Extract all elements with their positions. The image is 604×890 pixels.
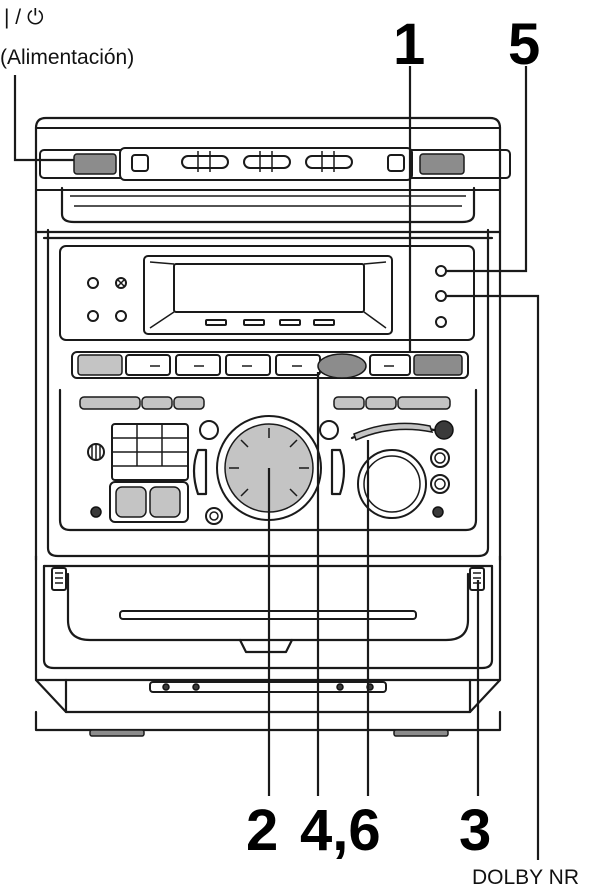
top-square-button-left[interactable] <box>131 154 149 172</box>
top-right-button[interactable] <box>419 153 465 175</box>
transport-button-8[interactable] <box>413 354 463 376</box>
transport-button-highlighted[interactable] <box>317 353 367 379</box>
volume-dial[interactable] <box>350 422 436 519</box>
leader-dolby-nr <box>446 294 540 860</box>
power-symbol-label: | / ⏻ <box>4 6 44 29</box>
left-button-grid <box>87 423 189 481</box>
dial-bottom-button[interactable] <box>205 507 223 525</box>
twin-button-left[interactable] <box>115 486 147 518</box>
right-slim-button-3[interactable] <box>397 396 451 410</box>
left-small-button[interactable] <box>90 506 102 518</box>
display-button-tr[interactable] <box>115 277 127 289</box>
dolby-nr-label: DOLBY NR <box>472 866 579 889</box>
transport-button-1[interactable] <box>77 354 123 376</box>
twin-button-right[interactable] <box>149 486 181 518</box>
leader-5 <box>446 66 528 273</box>
dial-side-button-left[interactable] <box>199 420 219 440</box>
transport-button-5[interactable] <box>275 354 321 376</box>
callout-4-6: 4,6 <box>300 798 381 863</box>
dial-tick-marks <box>229 428 309 508</box>
left-slim-button-3[interactable] <box>173 396 205 410</box>
left-slim-button-2[interactable] <box>141 396 173 410</box>
callout-2: 2 <box>246 798 278 863</box>
transport-button-3[interactable] <box>175 354 221 376</box>
volume-right-button-2[interactable] <box>430 474 450 494</box>
dial-side-button-right[interactable] <box>319 420 339 440</box>
disc-button-3[interactable] <box>305 151 353 172</box>
volume-right-button-dark[interactable] <box>434 420 454 440</box>
display-panel <box>59 245 475 341</box>
callout-5: 5 <box>508 12 540 77</box>
disc-button-2[interactable] <box>243 151 291 172</box>
right-slim-button-1[interactable] <box>333 396 365 410</box>
display-button-top-right[interactable] <box>435 265 447 277</box>
transport-button-row <box>71 351 469 379</box>
top-control-strip <box>39 147 511 181</box>
power-name-label: (Alimentación) <box>0 46 134 69</box>
volume-right-button-1[interactable] <box>430 448 450 468</box>
tape-eject-left[interactable] <box>51 567 67 591</box>
display-button-bl[interactable] <box>87 310 99 322</box>
leader-lines <box>13 66 540 860</box>
display-button-br[interactable] <box>115 310 127 322</box>
left-slim-button-1[interactable] <box>79 396 141 410</box>
volume-right-button-small[interactable] <box>432 506 444 518</box>
right-slim-button-2[interactable] <box>365 396 397 410</box>
display-button-bottom-right[interactable] <box>435 316 447 328</box>
transport-button-2[interactable] <box>125 354 171 376</box>
top-square-button-right[interactable] <box>387 154 405 172</box>
callout-1: 1 <box>393 12 425 77</box>
power-button[interactable] <box>73 153 117 175</box>
transport-button-7[interactable] <box>369 354 411 376</box>
twin-buttons <box>90 481 189 523</box>
display-button-tl[interactable] <box>87 277 99 289</box>
transport-button-4[interactable] <box>225 354 271 376</box>
leader-power <box>13 75 74 162</box>
callout-3: 3 <box>459 798 491 863</box>
dolby-nr-button[interactable] <box>435 290 447 302</box>
display-window <box>143 255 393 335</box>
disc-button-1[interactable] <box>181 151 229 172</box>
